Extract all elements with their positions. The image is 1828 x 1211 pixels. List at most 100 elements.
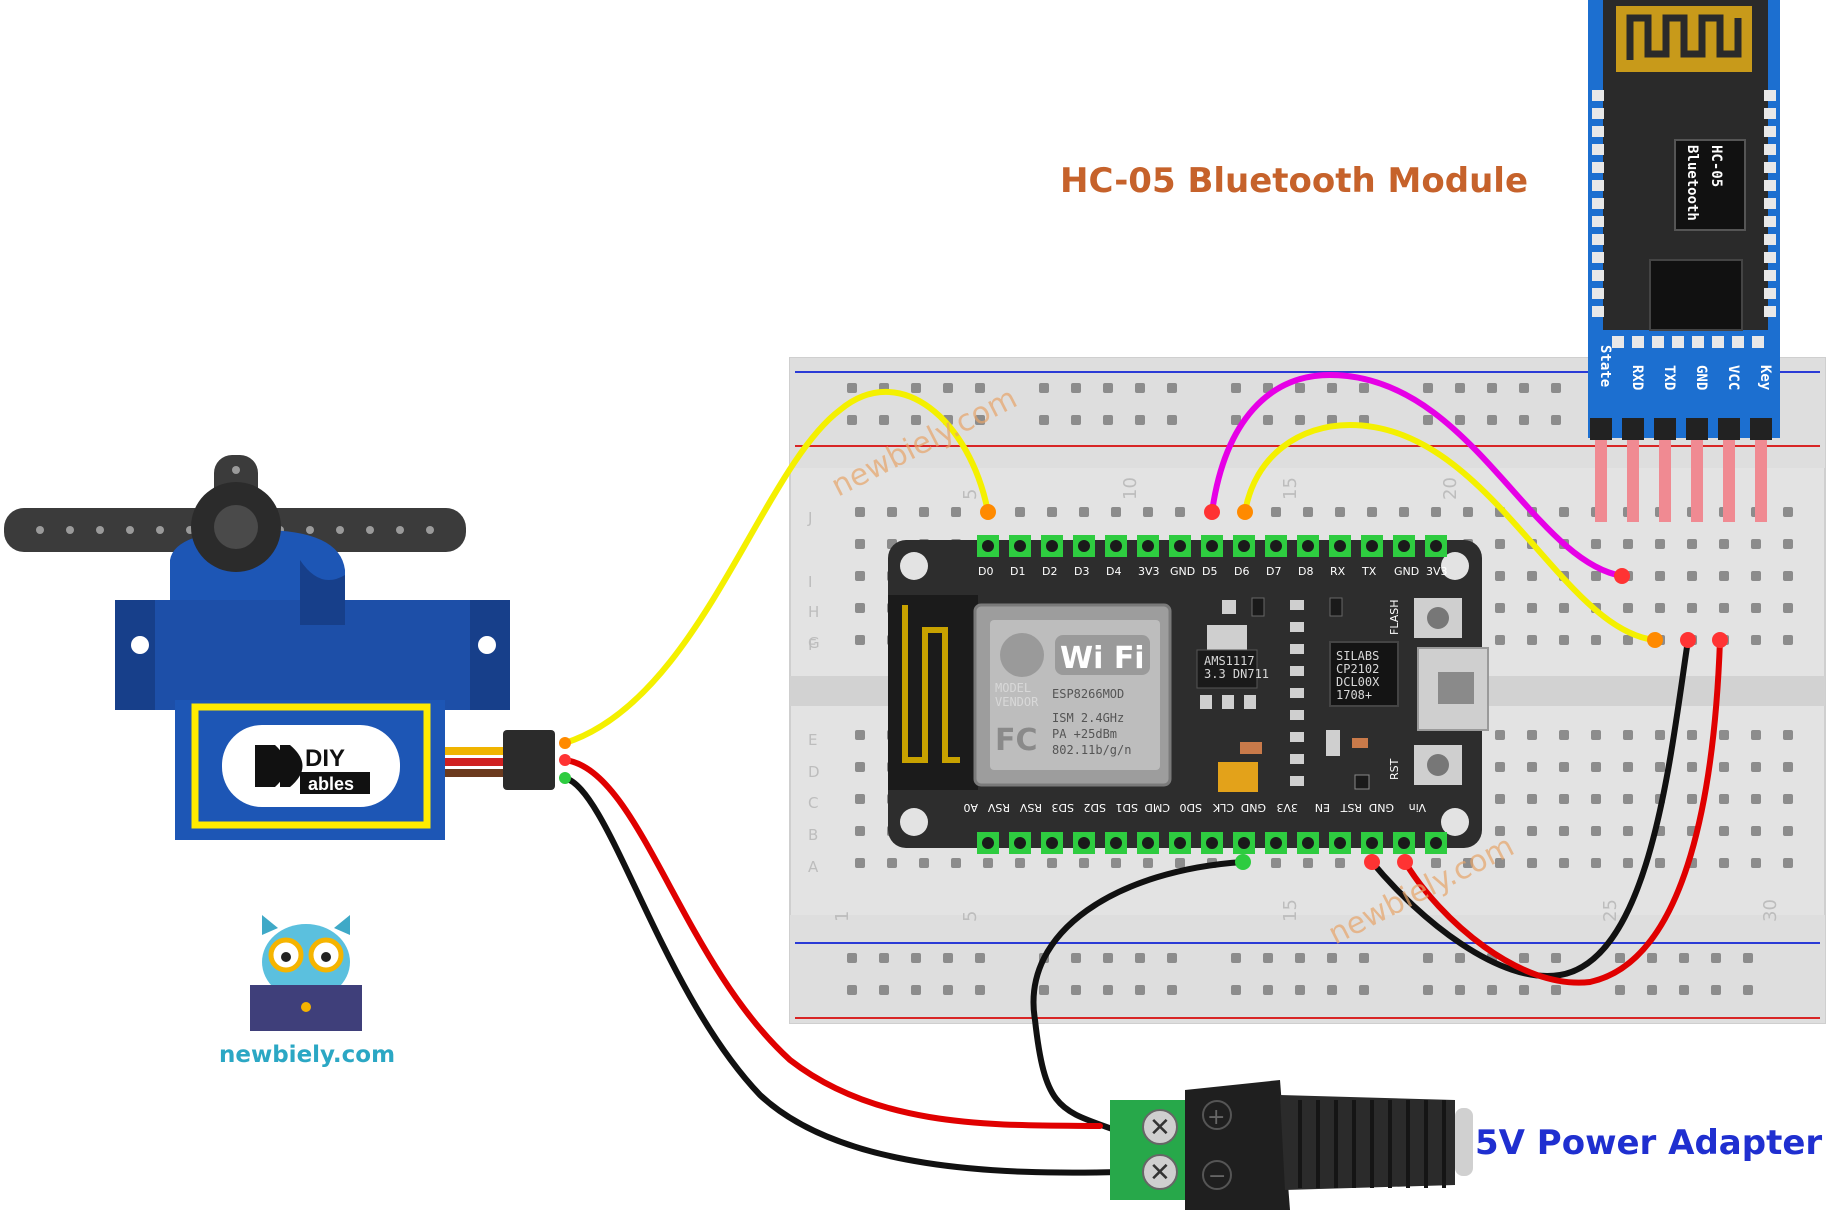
breadboard-hole [1719,762,1729,772]
breadboard-hole [887,858,897,868]
power-adapter-label: 5V Power Adapter [1475,1123,1822,1163]
rail-hole [1487,383,1497,393]
esp-bottom-pin-hole [1238,837,1250,849]
rail-hole [1135,415,1145,425]
horn-hole [366,526,374,534]
breadboard-hole [1495,539,1505,549]
breadboard-hole [855,794,865,804]
hc05-pad [1764,288,1776,299]
hc05-pad [1632,336,1644,348]
esp-top-pin-label: GND [1170,565,1195,578]
breadboard-hole [1783,507,1793,517]
esp-bottom-pin-label: Vin [1409,801,1426,814]
rail-hole [1103,953,1113,963]
column-numbers: 5 10 15 20 1 5 15 25 30 [832,477,1781,922]
esp-bottom-pin-label: EN [1315,801,1330,814]
breadboard-hole [1751,539,1761,549]
breadboard-hole [1719,571,1729,581]
breadboard-hole [855,603,865,613]
breadboard-hole [1655,539,1665,549]
breadboard-hole [1047,858,1057,868]
esp-bottom-pin-hole [1014,837,1026,849]
adapter-ridges [1298,1100,1446,1188]
hc05-pad [1764,234,1776,245]
row-label-g: G [808,634,820,652]
breadboard-hole [1175,507,1185,517]
esp-top-pin-hole [1334,540,1346,552]
rail-hole [1679,953,1689,963]
breadboard-hole [1687,539,1697,549]
esp-bottom-pin-hole [1142,837,1154,849]
wire-hc05-vcc-red [1402,637,1723,986]
wire-servo-signal-yellow [562,388,991,746]
row-labels: J I H G F E D C B A [807,509,820,876]
hc05-edge-pads [1592,90,1776,348]
esp-top-pin-label: D6 [1234,565,1249,578]
rail-hole [1231,383,1241,393]
breadboard-hole [1719,730,1729,740]
breadboard-hole [1719,539,1729,549]
breadboard-hole [1495,571,1505,581]
breadboard-hole [1463,858,1473,868]
esp-bottom-pin-label: SD2 [1084,801,1106,814]
horn-hole [96,526,104,534]
wire-d6-magenta [1209,371,1625,579]
rail-hole [1295,985,1305,995]
breadboard-hole [1591,762,1601,772]
rail-hole [847,953,857,963]
breadboard-hole [951,858,961,868]
breadboard-hole [1527,858,1537,868]
esp-bottom-pin-hole [1270,837,1282,849]
esp-top-pin-label: TX [1361,565,1377,578]
rail-hole [1295,953,1305,963]
hc05-header-block [1590,418,1612,440]
horn-hole [426,526,434,534]
rail-hole [1071,985,1081,995]
breadboard-hole [1527,794,1537,804]
rail-hole [1263,985,1273,995]
rail-hole [1551,953,1561,963]
breadboard-hole [1495,762,1505,772]
breadboard-hole [1751,858,1761,868]
rail-hole [1167,953,1177,963]
row-label-b: B [808,826,818,844]
breadboard-hole [1495,635,1505,645]
hc05-pad [1592,216,1604,227]
breadboard-hole [1783,603,1793,613]
rail-hole [1679,985,1689,995]
hc05-pad [1764,180,1776,191]
esp-top-pin-label: GND [1394,565,1419,578]
esp-bottom-pin-label: CMD [1144,801,1170,814]
rail-hole [1167,415,1177,425]
esp-bottom-pin-label: RSV [1019,801,1042,814]
rst-label: RST [1388,758,1401,780]
breadboard-hole [1751,762,1761,772]
rail-hole [1167,383,1177,393]
rail-hole [943,985,953,995]
esp-bottom-pin-label: 3V3 [1276,801,1298,814]
rail-hole [1039,383,1049,393]
rail-hole [1135,985,1145,995]
rail-hole [911,415,921,425]
breadboard-hole [1559,730,1569,740]
module-model-label: MODEL [995,681,1031,695]
breadboard-hole [1751,635,1761,645]
esp-top-pin-hole [1270,540,1282,552]
servo-motor: DIY ables [4,455,555,840]
breadboard-hole [1591,826,1601,836]
row-label-i: I [808,573,812,591]
hc05-pin-labels: State RXD TXD GND VCC Key [1597,345,1773,391]
breadboard-hole [983,858,993,868]
servo-connector [503,730,555,790]
row-label-c: C [808,794,818,812]
breadboard-hole [855,539,865,549]
breadboard-hole [1655,730,1665,740]
hc05-pad [1592,288,1604,299]
smd-part [1290,666,1304,676]
hc05-pad [1672,336,1684,348]
col-num-15: 15 [1280,477,1301,500]
rail-hole [911,953,921,963]
rail-hole [1423,953,1433,963]
breadboard-hole [1719,858,1729,868]
rail-hole [1167,985,1177,995]
